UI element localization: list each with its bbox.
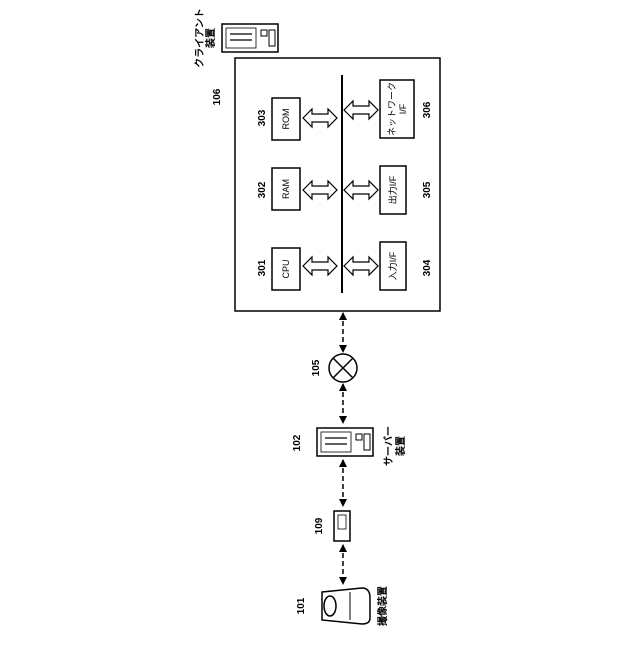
input-if-label: 入力I/F bbox=[387, 251, 398, 280]
server-label-1: サーバー bbox=[383, 426, 395, 466]
network-if-label-1: ネットワーク bbox=[387, 82, 397, 136]
network-if-box bbox=[380, 80, 414, 138]
camera-label: 撮像装置 bbox=[376, 586, 389, 626]
camera-icon bbox=[322, 588, 370, 624]
ram-label: RAM bbox=[281, 179, 291, 199]
client-device-label-2: 装置 bbox=[204, 28, 217, 49]
output-if-label: 出力I/F bbox=[387, 175, 398, 204]
ref-302: 302 bbox=[257, 181, 268, 198]
server-label-2: 装置 bbox=[394, 436, 407, 457]
cpu-label: CPU bbox=[281, 259, 291, 278]
ref-304: 304 bbox=[422, 259, 433, 276]
ref-109: 109 bbox=[314, 517, 325, 534]
rom-label: ROM bbox=[281, 109, 291, 130]
ref-301: 301 bbox=[257, 259, 268, 276]
ref-101: 101 bbox=[296, 597, 307, 614]
ref-102: 102 bbox=[292, 434, 303, 451]
relay-device-icon bbox=[334, 511, 350, 541]
ref-105: 105 bbox=[311, 359, 322, 376]
network-icon bbox=[329, 354, 357, 382]
ref-106: 106 bbox=[212, 88, 223, 105]
server-icon bbox=[317, 428, 373, 456]
ref-305: 305 bbox=[422, 181, 433, 198]
client-device-icon bbox=[222, 24, 278, 52]
ref-303: 303 bbox=[257, 109, 268, 126]
ref-306: 306 bbox=[422, 101, 433, 118]
network-if-label-2: I/F bbox=[398, 103, 408, 114]
client-device-label-1: クライアント bbox=[194, 8, 206, 68]
